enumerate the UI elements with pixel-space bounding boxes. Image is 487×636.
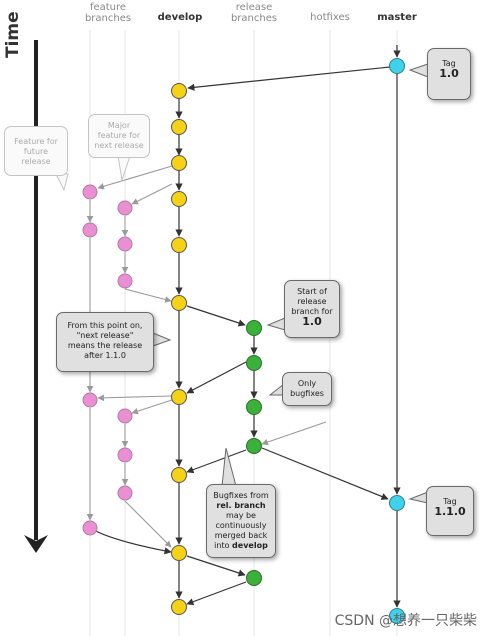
bugfixes-text-1: Bugfixes from	[213, 491, 269, 500]
bugfixes-text-2: rel. branch	[216, 501, 266, 510]
develop-commit	[171, 119, 187, 135]
bugfixes-merge-callout: Bugfixes from rel. branch may be continu…	[206, 484, 276, 558]
feature-commit	[117, 273, 133, 289]
release-commit	[246, 320, 262, 336]
only-bugfixes-callout: Only bugfixes	[282, 372, 332, 406]
column-label-hotfixes: hotfixes	[310, 12, 350, 23]
feature-commit	[117, 447, 133, 463]
feature-commit	[82, 520, 98, 536]
feature-commit	[82, 184, 98, 200]
develop-commit	[171, 155, 187, 171]
start-release-callout: Start of release branch for 1.0	[284, 280, 340, 338]
master-commit	[389, 495, 405, 511]
major-feature-callout: Major feature for next release	[88, 114, 150, 158]
develop-commit	[171, 545, 187, 561]
feature-commit	[82, 222, 98, 238]
develop-commit	[171, 237, 187, 253]
develop-commit	[171, 467, 187, 483]
column-label-release: release branches	[230, 2, 278, 24]
column-label-master: master	[377, 12, 417, 23]
tag-1-0-callout: Tag 1.0	[427, 48, 471, 100]
develop-commit	[171, 599, 187, 615]
master-commit	[389, 58, 405, 74]
feature-commit	[117, 200, 133, 216]
release-commit	[246, 399, 262, 415]
start-release-text: Start of release branch for	[291, 287, 333, 316]
develop-commits	[171, 83, 187, 615]
feature-future-release-callout: Feature for future release	[4, 126, 68, 176]
tag-1-0-caption: Tag	[442, 59, 456, 68]
csdn-watermark: CSDN @想养一只柴柴	[334, 613, 477, 629]
from-this-point-callout: From this point on, "next release" means…	[56, 312, 154, 372]
bugfixes-text-3: may be continuously merged back into	[214, 511, 268, 550]
release-commit	[246, 570, 262, 586]
feature-commits	[82, 184, 133, 536]
develop-commit	[171, 191, 187, 207]
tag-1-1-0-callout: Tag 1.1.0	[426, 486, 474, 536]
tag-1-1-0-version: 1.1.0	[434, 505, 466, 518]
develop-commit	[171, 83, 187, 99]
feature-commit	[82, 392, 98, 408]
feature-commit	[117, 408, 133, 424]
release-commits	[246, 320, 262, 586]
develop-commit	[171, 389, 187, 405]
feature-commit	[117, 485, 133, 501]
release-commit	[246, 355, 262, 371]
release-commit	[246, 438, 262, 454]
feature-commit	[117, 236, 133, 252]
tag-1-1-0-caption: Tag	[443, 497, 457, 506]
bugfixes-text-4: develop	[232, 541, 268, 550]
start-release-version: 1.0	[302, 315, 322, 328]
time-axis-label: Time	[3, 11, 23, 58]
master-commit	[389, 608, 405, 624]
master-commits	[389, 58, 405, 624]
column-label-feature: feature branches	[84, 2, 132, 24]
tag-1-0-version: 1.0	[439, 67, 459, 80]
time-axis	[24, 40, 48, 553]
develop-commit	[171, 295, 187, 311]
column-label-develop: develop	[157, 12, 203, 23]
